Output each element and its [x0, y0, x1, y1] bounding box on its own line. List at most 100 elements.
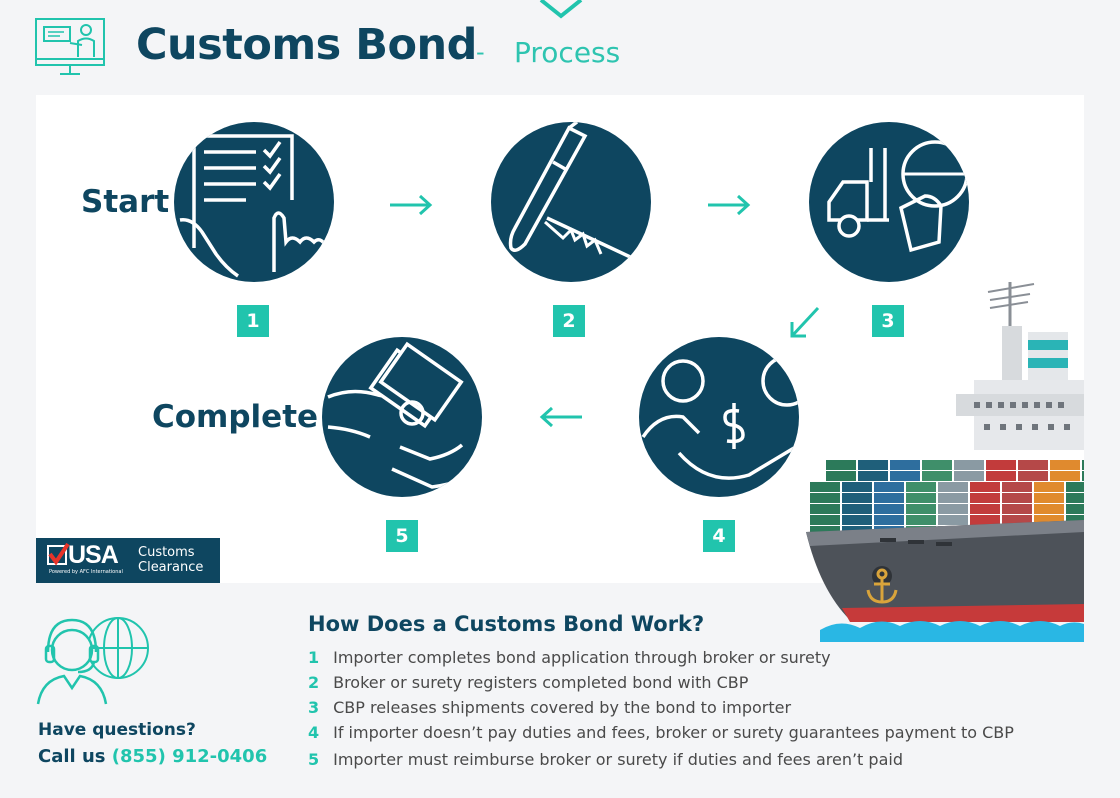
- usa-customs-logo: USA Customs Clearance Powered by AFC Int…: [36, 538, 220, 583]
- shipping-container: [1034, 482, 1064, 492]
- logo-brand: USA: [68, 541, 119, 569]
- how-item: 5 Importer must reimburse broker or sure…: [308, 750, 903, 769]
- how-item-number: 1: [308, 648, 320, 667]
- shipping-container: [1066, 493, 1084, 503]
- how-item-text: Importer must reimburse broker or surety…: [333, 750, 903, 769]
- title-separator: -: [476, 38, 485, 66]
- checklist-hand-icon: [179, 134, 328, 278]
- shipping-container: [1050, 460, 1080, 470]
- shipping-container: [938, 482, 968, 492]
- shipping-container: [1002, 493, 1032, 503]
- cargo-ship-illustration: [806, 282, 1084, 642]
- cash-payment-icon: [327, 341, 482, 489]
- shipping-container: [1050, 471, 1080, 481]
- how-item-number: 2: [308, 673, 320, 692]
- shipping-container: [906, 504, 936, 514]
- usa-customs-logo-mark: [47, 542, 70, 566]
- shipping-container: [1034, 493, 1064, 503]
- how-item: 3 CBP releases shipments covered by the …: [308, 698, 791, 717]
- shipping-container: [986, 460, 1016, 470]
- shipping-container: [1082, 460, 1084, 470]
- page-title: Customs Bond: [136, 20, 477, 70]
- step-1-circle: [174, 122, 334, 282]
- arrow-right-icon: [390, 194, 433, 216]
- shipping-container: [810, 526, 840, 536]
- how-item-text: Importer completes bond application thro…: [333, 648, 831, 667]
- arrow-right-icon: [708, 194, 751, 216]
- shipping-container: [810, 515, 840, 525]
- shipping-container: [874, 493, 904, 503]
- shipping-container: [1066, 515, 1084, 525]
- shipping-container: [874, 515, 904, 525]
- shipping-container: [922, 471, 952, 481]
- step-2-circle: [491, 122, 651, 282]
- shipping-container: [970, 504, 1000, 514]
- shipping-container: [970, 482, 1000, 492]
- step-4-badge: 4: [703, 520, 735, 552]
- phone-link[interactable]: (855) 912-0406: [111, 746, 268, 767]
- how-item: 1 Importer completes bond application th…: [308, 648, 831, 667]
- shipping-container: [938, 504, 968, 514]
- how-item-number: 3: [308, 698, 320, 717]
- how-item-number: 5: [308, 750, 320, 769]
- page-subtitle: Process: [514, 36, 621, 69]
- truck-globe-icon: [827, 140, 969, 253]
- shipping-container: [1002, 515, 1032, 525]
- shipping-container: [1082, 471, 1084, 481]
- step-3-circle: [809, 122, 969, 282]
- shipping-container: [890, 471, 920, 481]
- money-hand-icon: [641, 355, 799, 480]
- shipping-container: [922, 460, 952, 470]
- anchor-icon: [866, 568, 898, 604]
- logo-tagline: Powered by AFC International: [49, 569, 123, 575]
- how-item: 4 If importer doesn’t pay duties and fee…: [308, 723, 1014, 742]
- step-5-badge: 5: [386, 520, 418, 552]
- shipping-container: [826, 460, 856, 470]
- shipping-container: [1018, 460, 1048, 470]
- shipping-container: [906, 515, 936, 525]
- logo-line1: Customs: [138, 545, 195, 560]
- shipping-container: [890, 460, 920, 470]
- shipping-container: [842, 482, 872, 492]
- call-us-line: Call us (855) 912-0406: [38, 746, 267, 767]
- call-prefix: Call us: [38, 746, 106, 767]
- shipping-container: [970, 515, 1000, 525]
- shipping-container: [1034, 515, 1064, 525]
- step-4-circle: [639, 337, 799, 497]
- shipping-container: [1002, 504, 1032, 514]
- start-label: Start: [81, 184, 170, 220]
- shipping-container: [1002, 482, 1032, 492]
- how-item-number: 4: [308, 723, 320, 742]
- shipping-container: [842, 504, 872, 514]
- how-it-works-title: How Does a Customs Bond Work?: [308, 612, 705, 636]
- shipping-container: [938, 515, 968, 525]
- shipping-container: [986, 471, 1016, 481]
- presentation-monitor-icon: [35, 18, 105, 75]
- shipping-container: [874, 482, 904, 492]
- shipping-container: [970, 493, 1000, 503]
- shipping-container: [810, 504, 840, 514]
- customer-support-icon: [36, 617, 149, 705]
- shipping-container: [906, 482, 936, 492]
- chevron-down-icon: [539, 0, 583, 19]
- shipping-container: [858, 471, 888, 481]
- shipping-container: [1066, 482, 1084, 492]
- how-item: 2 Broker or surety registers completed b…: [308, 673, 748, 692]
- shipping-container: [906, 493, 936, 503]
- logo-line2: Clearance: [138, 560, 204, 575]
- shipping-container: [954, 460, 984, 470]
- complete-label: Complete: [152, 399, 319, 435]
- shipping-container: [954, 471, 984, 481]
- shipping-container: [858, 460, 888, 470]
- shipping-container: [1018, 471, 1048, 481]
- how-item-text: Broker or surety registers completed bon…: [333, 673, 749, 692]
- questions-text: Have questions?: [38, 720, 196, 740]
- step-2-badge: 2: [553, 305, 585, 337]
- arrow-down-left-icon: [790, 306, 820, 338]
- step-5-circle: [322, 337, 482, 497]
- shipping-container: [810, 493, 840, 503]
- shipping-container: [1034, 504, 1064, 514]
- shipping-container: [938, 493, 968, 503]
- step-1-badge: 1: [237, 305, 269, 337]
- arrow-left-icon: [539, 406, 582, 428]
